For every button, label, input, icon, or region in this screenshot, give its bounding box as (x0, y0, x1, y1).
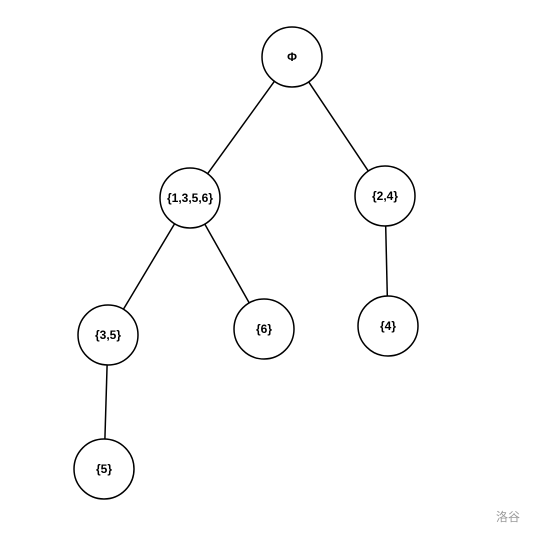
node-circle (73, 438, 135, 500)
edge-layer (104, 80, 389, 440)
edge-n35-n5 (104, 364, 108, 440)
tree-node-n4: {4} (357, 295, 419, 357)
node-circle (261, 26, 323, 88)
node-circle (354, 165, 416, 227)
node-label: {5} (96, 462, 112, 476)
node-label: Φ (287, 50, 297, 64)
edge-root-n24 (308, 81, 369, 172)
node-circle (159, 167, 221, 229)
tree-node-n35: {3,5} (77, 304, 139, 366)
node-label: {4} (380, 319, 396, 333)
node-circle (357, 295, 419, 357)
node-circle (77, 304, 139, 366)
node-label: {1,3,5,6} (167, 191, 213, 205)
tree-node-n5: {5} (73, 438, 135, 500)
node-label: {6} (256, 322, 272, 336)
watermark-text: 洛谷 (496, 510, 521, 524)
node-circle (233, 298, 295, 360)
tree-node-n6: {6} (233, 298, 295, 360)
tree-node-n1356: {1,3,5,6} (159, 167, 221, 229)
edge-n1356-n35 (122, 223, 176, 310)
node-layer: Φ {1,3,5,6} {2,4} {3,5} {6} {4} {5} (73, 26, 419, 500)
tree-node-n24: {2,4} (354, 165, 416, 227)
edge-root-n1356 (206, 80, 276, 175)
node-label: {3,5} (95, 328, 121, 342)
edge-n24-n4 (384, 225, 389, 297)
node-label: {2,4} (372, 189, 398, 203)
edge-n1356-n6 (204, 223, 250, 304)
tree-node-root: Φ (261, 26, 323, 88)
